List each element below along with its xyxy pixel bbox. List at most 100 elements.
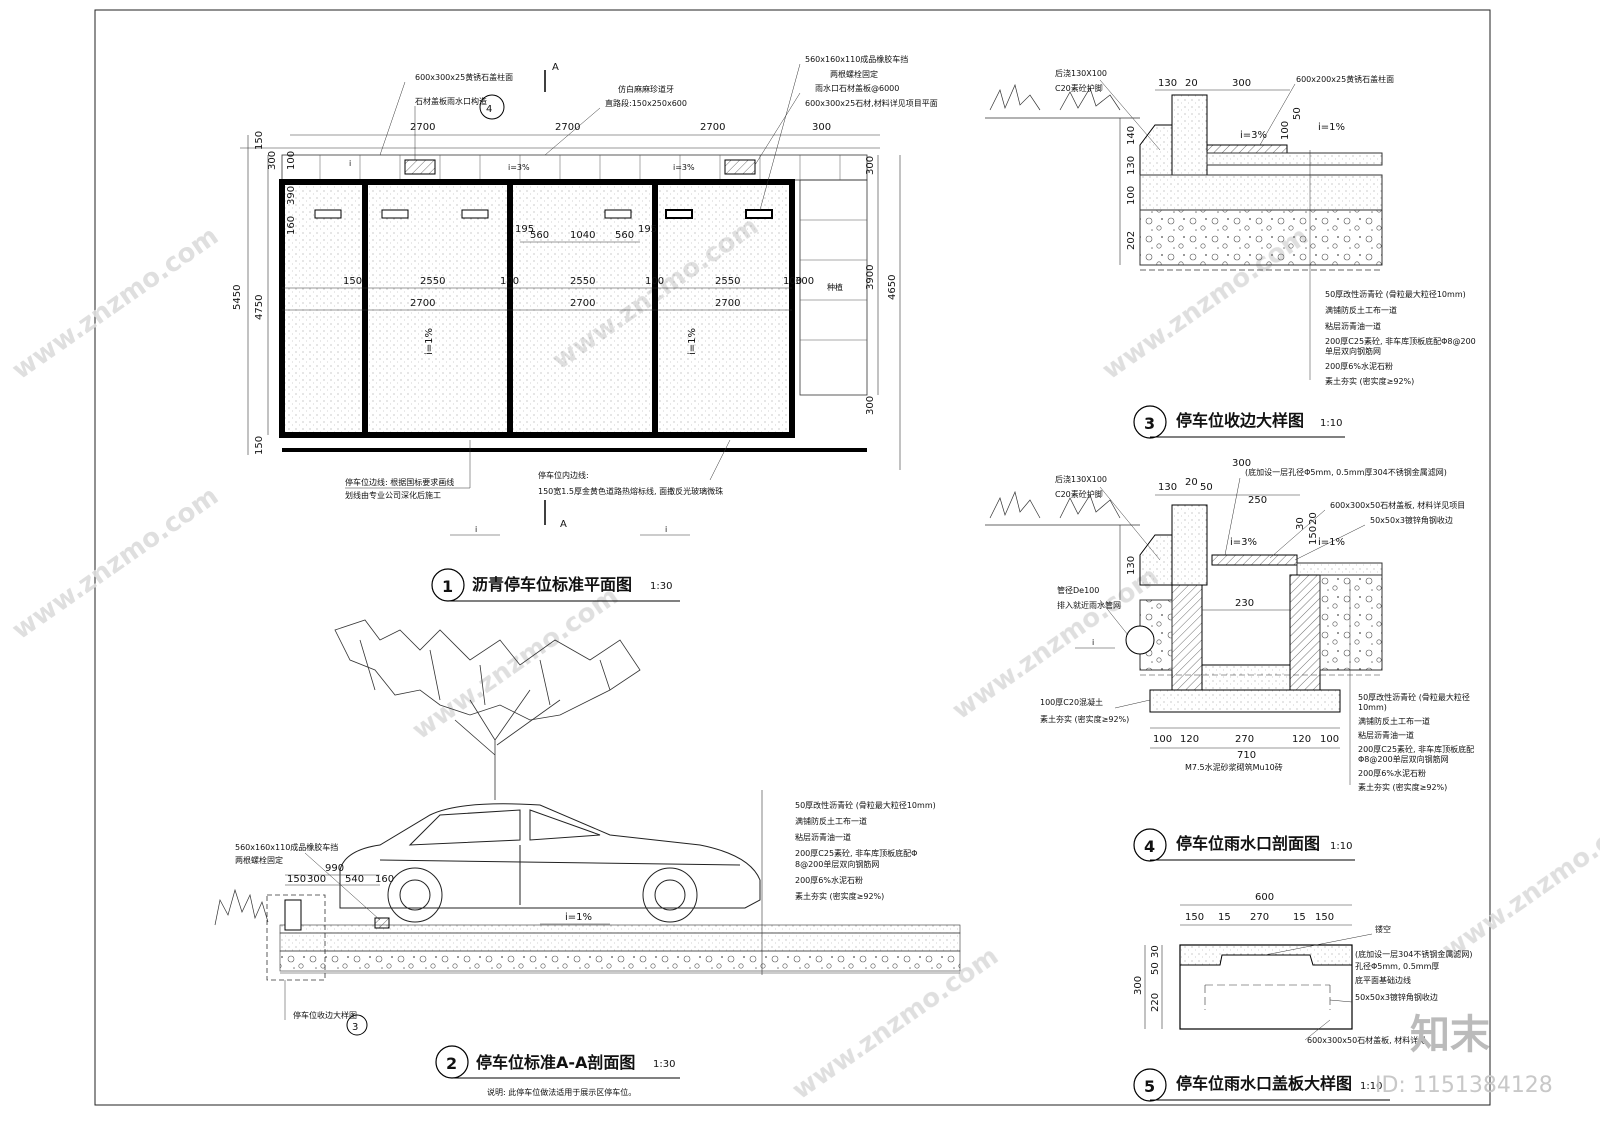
- slope-label: i: [349, 159, 351, 168]
- leader-line: [1224, 477, 1241, 556]
- dim-label: 195: [515, 224, 534, 235]
- dim-label: 100: [500, 276, 519, 287]
- dim-label: 20: [1185, 78, 1198, 89]
- leader-line: [1099, 79, 1161, 151]
- watermark-text: www.znzmo.com: [7, 481, 224, 646]
- detail-title: 停车位收边大样图: [1176, 411, 1304, 430]
- wheel-stop: [604, 209, 632, 219]
- dim-label: 2550: [715, 276, 740, 287]
- dim-label: 2550: [570, 276, 595, 287]
- slope-label: i=3%: [673, 163, 695, 172]
- plan-note: 600x300x25黄锈石盖柱面: [415, 72, 513, 82]
- layer-note: 8@200单层双向钢筋网: [795, 859, 879, 869]
- dim-label: 1040: [570, 230, 595, 241]
- plan-side-band: [799, 179, 868, 396]
- detail-label: 排入就近雨水管网: [1057, 600, 1121, 610]
- layer-note: 200厚C25素砼, 非车库顶板底配Φ8@200: [1325, 336, 1476, 346]
- dim-label: 250: [1248, 495, 1267, 506]
- dim-label: 30: [1295, 517, 1306, 530]
- leader-line: [1259, 83, 1296, 146]
- dim-label: 2700: [700, 122, 725, 133]
- leader-line: [759, 63, 801, 211]
- dim-label: 300: [795, 276, 814, 287]
- plan-title: 沥青停车位标准平面图: [472, 575, 632, 594]
- wheel-stop: [381, 209, 409, 219]
- dim-label: 300: [1232, 78, 1251, 89]
- layer-note: 200厚C25素砼, 非车库顶板底配: [1358, 744, 1474, 754]
- detail-label: 后浇130X100: [1055, 68, 1107, 78]
- pipe: [1125, 625, 1155, 655]
- dim-label: 300: [1232, 458, 1251, 469]
- leader-line: [754, 92, 801, 166]
- detail-label: 底平面基础边线: [1355, 975, 1411, 985]
- dim-label: 2700: [555, 122, 580, 133]
- detail-label: 孔径Φ5mm, 0.5mm厚: [1355, 961, 1439, 971]
- drain-wall: [1289, 574, 1321, 691]
- detail-label: 管径De100: [1057, 585, 1099, 595]
- slope-label: i=1%: [1318, 122, 1345, 133]
- dim-label: 130: [1158, 482, 1177, 493]
- layer-note: 粘层沥青油一道: [795, 832, 851, 842]
- leader-line: [1264, 933, 1373, 956]
- dim-label: 100: [1126, 186, 1137, 205]
- section-curb: [284, 899, 302, 931]
- dim-label: 150: [254, 436, 265, 455]
- detail-scale: 1:10: [1330, 841, 1352, 852]
- curb-concrete: [1139, 534, 1173, 586]
- dim-label: 50: [1150, 962, 1161, 975]
- title-number: 2: [446, 1054, 457, 1073]
- dim-label: 300: [267, 151, 278, 170]
- leader-line: [1304, 1019, 1331, 1041]
- wheel-stop: [314, 209, 342, 219]
- detail-label: C20素砼护脚: [1055, 83, 1103, 93]
- detail-label: 100厚C20混凝土: [1040, 697, 1103, 707]
- slope-label: i: [1092, 638, 1094, 647]
- layer-notes: 50厚改性沥青砼 (骨粒最大粒径10mm) 满铺防反土工布一道 粘层沥青油一道 …: [795, 800, 936, 901]
- pavement-layer: [1296, 562, 1383, 576]
- dim-label: 100: [783, 276, 802, 287]
- dim-label: 100: [645, 276, 664, 287]
- leader-line: [1329, 999, 1353, 1003]
- dim-label: 4750: [254, 295, 265, 320]
- dim-label: 300: [865, 396, 876, 415]
- dim-label: 560: [615, 230, 634, 241]
- watermark-text: www.znzmo.com: [1437, 801, 1600, 966]
- dim-label: 20: [1308, 512, 1319, 525]
- curb-stone: [1171, 94, 1208, 176]
- layer-note: 10mm): [1358, 703, 1387, 712]
- detail-label: 后浇130X100: [1055, 474, 1107, 484]
- dim-label: 120: [1180, 734, 1199, 745]
- leader-line: [1114, 699, 1151, 709]
- slope-label: i=3%: [1240, 130, 1267, 141]
- layer-note: 200厚6%水泥石粉: [1358, 768, 1426, 778]
- section-title: 停车位标准A-A剖面图: [476, 1053, 635, 1072]
- stop-label: 560x160x110成品橡胶车挡: [235, 842, 338, 852]
- dim-label: 300: [865, 156, 876, 175]
- dim-label: 150: [1315, 912, 1334, 923]
- leader-line: [1099, 599, 1129, 636]
- detail-label: 素土夯实 (密实度≥92%): [1040, 714, 1129, 724]
- dim-label: 5450: [232, 285, 243, 310]
- dim-label: 150: [287, 874, 306, 885]
- detail-ref-label: 停车位收边大样图: [293, 1010, 357, 1020]
- dim-label: 300: [1133, 976, 1144, 995]
- dim-label: 3900: [865, 265, 876, 290]
- layer-note: 满铺防反土工布一道: [1358, 716, 1430, 726]
- dim-label: 220: [1150, 993, 1161, 1012]
- watermark-text: www.znzmo.com: [407, 581, 624, 746]
- layer-note: 满铺防反土工布一道: [795, 816, 867, 826]
- dim-label: 230: [1235, 598, 1254, 609]
- leader-line: [379, 81, 406, 156]
- wheel-stops: [314, 209, 773, 219]
- layer-note: 素土夯实 (密实度≥92%): [795, 891, 884, 901]
- plan-note: 石材盖板雨水口构造: [415, 96, 487, 106]
- layer-notes: 50厚改性沥青砼 (骨粒最大粒径10mm) 满铺防反土工布一道 粘层沥青油一道 …: [1325, 289, 1476, 386]
- pavement-layer: [1206, 152, 1383, 166]
- layer-note: 200厚6%水泥石粉: [795, 875, 863, 885]
- detail-drain-cover: 600 150 15 270 15 150 300 30 50 220 镂空 (…: [1133, 892, 1473, 1102]
- dim-label: 15: [1293, 912, 1306, 923]
- wheel-stop: [461, 209, 489, 219]
- section-scale: 1:30: [653, 1059, 675, 1070]
- plan-curb-band: [281, 154, 868, 181]
- plan-view: A A 600x300x25黄锈石盖柱面 石材盖板雨水口构造 仿白麻麻珍道牙 直…: [232, 54, 938, 602]
